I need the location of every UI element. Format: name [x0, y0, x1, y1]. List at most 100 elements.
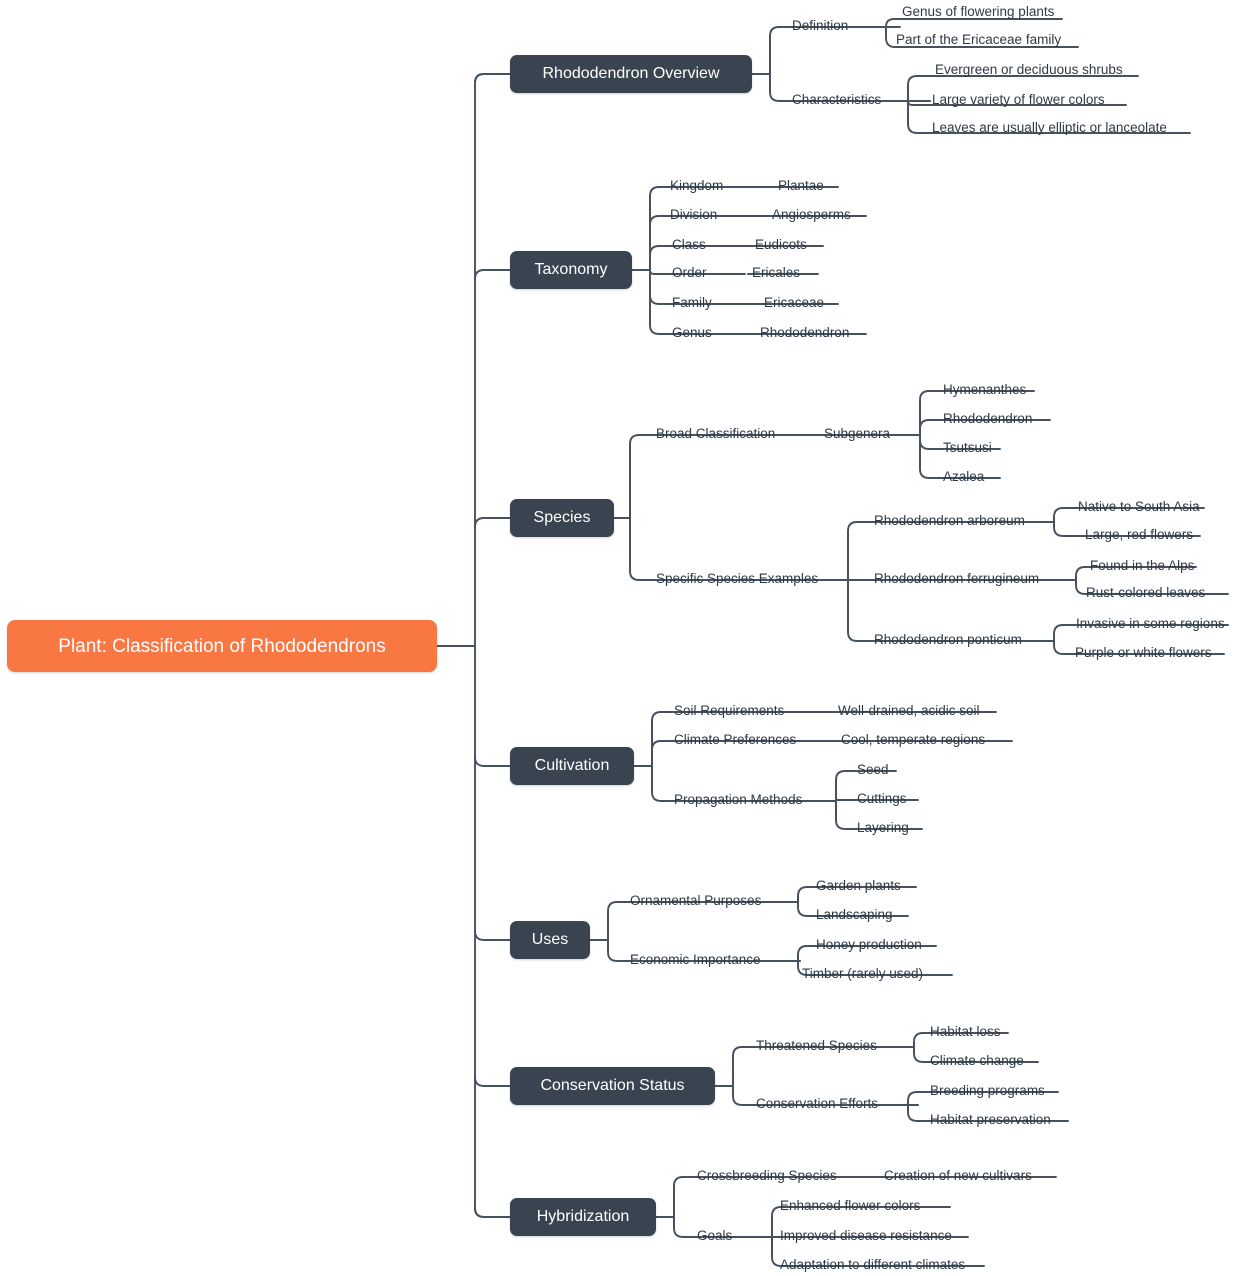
branch-node-hybridization[interactable]: Hybridization: [510, 1198, 656, 1236]
node-label: Improved disease resistance: [780, 1228, 952, 1243]
node-label: Found in the Alps: [1090, 558, 1195, 573]
node-habitat-preservation[interactable]: Habitat preservation: [930, 1113, 1051, 1127]
node-well-drained-acidic-soil[interactable]: Well-drained, acidic soil: [838, 704, 980, 718]
node-genus-of-flowering-plants[interactable]: Genus of flowering plants: [902, 5, 1054, 19]
node-label: Large, red flowers: [1085, 527, 1194, 542]
node-rust-colored-leaves[interactable]: Rust-colored leaves: [1086, 586, 1205, 600]
node-characteristics[interactable]: Characteristics: [792, 93, 881, 107]
node-hymenanthes[interactable]: Hymenanthes: [943, 383, 1026, 397]
node-broad-classification[interactable]: Broad Classification: [656, 427, 775, 441]
node-rhododendron-ferrugineum[interactable]: Rhododendron ferrugineum: [874, 572, 1039, 586]
node-enhanced-flower-colors[interactable]: Enhanced flower colors: [780, 1199, 920, 1213]
node-label: Purple or white flowers: [1075, 645, 1212, 660]
node-seed[interactable]: Seed: [857, 763, 889, 777]
node-genus[interactable]: Genus: [672, 326, 712, 340]
node-found-in-the-alps[interactable]: Found in the Alps: [1090, 559, 1194, 573]
node-label: Habitat preservation: [930, 1112, 1051, 1127]
branch-node-taxonomy[interactable]: Taxonomy: [510, 251, 632, 289]
node-cool-temperate-regions[interactable]: Cool, temperate regions: [841, 733, 985, 747]
node-layering[interactable]: Layering: [857, 821, 909, 835]
node-order[interactable]: Order: [672, 266, 707, 280]
node-tsutsusi[interactable]: Tsutsusi: [943, 441, 992, 455]
node-rhododendron-subgenus[interactable]: Rhododendron: [943, 412, 1032, 426]
node-ericaceae[interactable]: Ericaceae: [764, 296, 824, 310]
node-label: Rhododendron: [760, 325, 850, 340]
node-specific-species-examples[interactable]: Specific Species Examples: [656, 572, 818, 586]
node-label: Family: [672, 295, 712, 310]
node-label: Evergreen or deciduous shrubs: [935, 62, 1123, 77]
root-node-label: Plant: Classification of Rhododendrons: [58, 635, 386, 657]
node-rhododendron-arboreum[interactable]: Rhododendron arboreum: [874, 514, 1025, 528]
node-label: Adaptation to different climates: [780, 1257, 966, 1272]
node-leaves-are-usually-elliptic-or-lanceolate[interactable]: Leaves are usually elliptic or lanceolat…: [932, 121, 1167, 135]
node-large-variety-of-flower-colors[interactable]: Large variety of flower colors: [932, 93, 1105, 107]
node-label: Goals: [697, 1228, 733, 1243]
node-climate-change[interactable]: Climate change: [930, 1054, 1024, 1068]
branch-label: Species: [533, 509, 591, 526]
node-purple-or-white-flowers[interactable]: Purple or white flowers: [1075, 646, 1212, 660]
node-goals[interactable]: Goals: [697, 1229, 732, 1243]
node-label: Invasive in some regions: [1076, 616, 1225, 631]
branch-node-conservation-status[interactable]: Conservation Status: [510, 1067, 715, 1105]
node-label: Broad Classification: [656, 426, 776, 441]
branch-label: Hybridization: [536, 1208, 630, 1225]
node-soil-requirements[interactable]: Soil Requirements: [674, 704, 784, 718]
node-crossbreeding-species[interactable]: Crossbreeding Species: [697, 1169, 837, 1183]
node-ericales[interactable]: Ericales: [752, 266, 800, 280]
node-climate-preferences[interactable]: Climate Preferences: [674, 733, 796, 747]
node-azalea[interactable]: Azalea: [943, 470, 984, 484]
root-node[interactable]: Plant: Classification of Rhododendrons: [7, 620, 437, 672]
node-honey-production[interactable]: Honey production: [816, 938, 922, 952]
branch-node-uses[interactable]: Uses: [510, 921, 590, 959]
node-label: Eudicots: [755, 237, 807, 252]
branch-node-rhododendron-overview[interactable]: Rhododendron Overview: [510, 55, 752, 93]
node-subgenera[interactable]: Subgenera: [824, 427, 890, 441]
node-label: Cool, temperate regions: [841, 732, 986, 747]
node-invasive-in-some-regions[interactable]: Invasive in some regions: [1076, 617, 1225, 631]
node-label: Class: [672, 237, 706, 252]
node-label: Crossbreeding Species: [697, 1168, 837, 1183]
node-creation-of-new-cultivars[interactable]: Creation of new cultivars: [884, 1169, 1032, 1183]
node-label: Hymenanthes: [943, 382, 1027, 397]
branch-label: Taxonomy: [534, 261, 608, 278]
node-plantae[interactable]: Plantae: [778, 179, 824, 193]
node-label: Leaves are usually elliptic or lanceolat…: [932, 120, 1167, 135]
node-habitat-loss[interactable]: Habitat loss: [930, 1025, 1001, 1039]
node-economic-importance[interactable]: Economic Importance: [630, 953, 761, 967]
node-native-to-south-asia[interactable]: Native to South Asia: [1078, 500, 1200, 514]
node-label: Enhanced flower colors: [780, 1198, 921, 1213]
node-rhododendron-ponticum[interactable]: Rhododendron ponticum: [874, 633, 1022, 647]
node-improved-disease-resistance[interactable]: Improved disease resistance: [780, 1229, 952, 1243]
node-evergreen-or-deciduous-shrubs[interactable]: Evergreen or deciduous shrubs: [935, 63, 1123, 77]
node-part-of-the-ericaceae-family[interactable]: Part of the Ericaceae family: [896, 33, 1061, 47]
node-label: Timber (rarely used): [802, 966, 924, 981]
node-label: Propagation Methods: [674, 792, 803, 807]
node-threatened-species[interactable]: Threatened Species: [756, 1039, 877, 1053]
node-class[interactable]: Class: [672, 238, 706, 252]
node-large-red-flowers[interactable]: Large, red flowers: [1085, 528, 1193, 542]
node-label: Creation of new cultivars: [884, 1168, 1032, 1183]
node-family[interactable]: Family: [672, 296, 712, 310]
node-eudicots[interactable]: Eudicots: [755, 238, 807, 252]
node-propagation-methods[interactable]: Propagation Methods: [674, 793, 802, 807]
node-label: Part of the Ericaceae family: [896, 32, 1062, 47]
node-label: Cuttings: [857, 791, 907, 806]
node-adaptation-to-different-climates[interactable]: Adaptation to different climates: [780, 1258, 965, 1272]
node-breeding-programs[interactable]: Breeding programs: [930, 1084, 1045, 1098]
node-garden-plants[interactable]: Garden plants: [816, 879, 901, 893]
branch-node-species[interactable]: Species: [510, 499, 614, 537]
node-definition[interactable]: Definition: [792, 19, 848, 33]
node-label: Ericales: [752, 265, 801, 280]
node-timber-rarely-used[interactable]: Timber (rarely used): [802, 967, 923, 981]
node-landscaping[interactable]: Landscaping: [816, 908, 893, 922]
node-conservation-efforts[interactable]: Conservation Efforts: [756, 1097, 878, 1111]
node-rhododendron[interactable]: Rhododendron: [760, 326, 849, 340]
node-angiosperms[interactable]: Angiosperms: [772, 208, 851, 222]
node-kingdom[interactable]: Kingdom: [670, 179, 723, 193]
node-cuttings[interactable]: Cuttings: [857, 792, 907, 806]
node-ornamental-purposes[interactable]: Ornamental Purposes: [630, 894, 761, 908]
node-division[interactable]: Division: [670, 208, 717, 222]
branch-node-cultivation[interactable]: Cultivation: [510, 747, 634, 785]
